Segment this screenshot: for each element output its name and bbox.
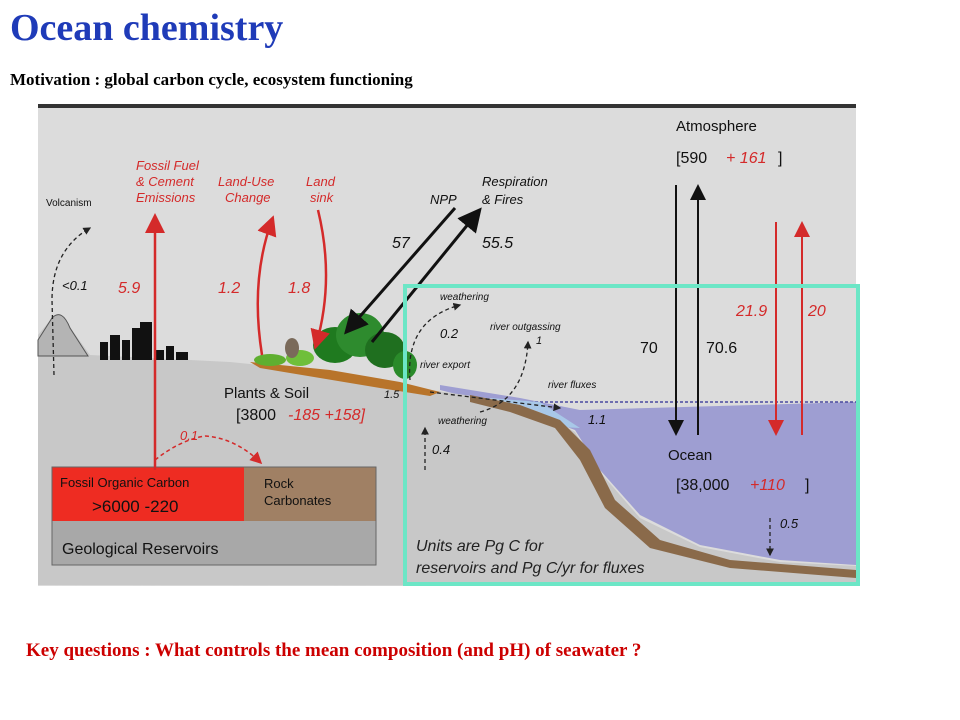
weathering-bottom-label: weathering [438, 416, 487, 427]
land-use-label-2: Change [225, 190, 271, 205]
atmosphere-label: Atmosphere [676, 118, 757, 135]
npp-label: NPP [430, 192, 457, 207]
river-export-label: river export [420, 360, 471, 371]
respiration-label-2: & Fires [482, 192, 524, 207]
fossil-value: >6000 -220 [92, 497, 179, 516]
forest-icon [254, 313, 417, 379]
land-sink-label-2: sink [310, 190, 335, 205]
plants-soil-label: Plants & Soil [224, 385, 309, 402]
fossil-fuel-label-1: Fossil Fuel [136, 158, 200, 173]
slide-title: Ocean chemistry [10, 7, 284, 49]
ocean-water [440, 385, 856, 565]
land-sink-label-1: Land [306, 174, 336, 189]
river-outgassing-label: river outgassing [490, 322, 561, 333]
npp-arrow [344, 207, 457, 335]
units-note-1: Units are Pg C for [416, 538, 544, 555]
land-use-arrow [256, 215, 277, 356]
plants-side-value: 1.5 [384, 389, 400, 401]
weathering-top-arrow [408, 302, 462, 381]
fossil-label: Fossil Organic Carbon [60, 475, 189, 490]
atmosphere-close: ] [778, 150, 782, 167]
anthro-outgas-value: 20 [807, 303, 826, 320]
fossil-flux-value: 5.9 [118, 280, 140, 297]
river-flux-arrow [429, 391, 562, 412]
river-outgassing-value: 1 [536, 335, 542, 347]
key-question: Key questions : What controls the mean c… [26, 640, 642, 661]
ocean-close: ] [805, 477, 809, 494]
plants-soil-delta: -185 +158] [288, 407, 366, 424]
respiration-label-1: Respiration [482, 174, 548, 189]
anthro-uptake-value: 21.9 [735, 303, 767, 320]
ocean-label: Ocean [668, 447, 712, 464]
npp-value: 57 [392, 235, 411, 252]
rock-label-1: Rock [264, 476, 294, 491]
ocean-outgas-value: 70.6 [706, 340, 737, 357]
reservoir-frame [51, 466, 377, 566]
units-note-2: reservoirs and Pg C/yr for fluxes [416, 560, 645, 577]
burial-value: 0.5 [780, 516, 799, 531]
fossil-fuel-label-2: & Cement [136, 174, 195, 189]
volcanism-value: <0.1 [62, 278, 88, 293]
atmosphere-delta: + 161 [726, 150, 766, 167]
geological-reservoirs-box [52, 521, 376, 565]
fossil-fuel-label-3: Emissions [136, 190, 196, 205]
ocean-delta: +110 [750, 477, 785, 494]
rock-to-plants-arrow [154, 435, 263, 465]
respiration-arrow [370, 207, 482, 343]
weathering-top-label: weathering [440, 292, 489, 303]
geological-label: Geological Reservoirs [62, 541, 219, 558]
river-outgassing-arrow [479, 340, 532, 413]
weathering-bottom-value: 0.4 [432, 442, 450, 457]
weathering-top-value: 0.2 [440, 326, 459, 341]
city-icon [100, 322, 188, 360]
rock-label-2: Carbonates [264, 493, 332, 508]
atmosphere-base: [590 [676, 150, 707, 167]
diagram-top-border [38, 104, 856, 108]
ocean-base: [38,000 [676, 477, 729, 494]
river-fluxes-label: river fluxes [548, 380, 596, 391]
ocean-uptake-value: 70 [640, 340, 658, 357]
fossil-organic-carbon-box [52, 467, 244, 521]
river-ocean-value: 1.1 [588, 412, 606, 427]
rock-carbonates-box [244, 467, 376, 521]
land-sink-value: 1.8 [288, 280, 310, 297]
respiration-value: 55.5 [482, 235, 513, 252]
slide-subtitle: Motivation : global carbon cycle, ecosys… [10, 70, 413, 89]
rock-flux-value: 0.1 [180, 428, 198, 443]
seafloor-sediment [470, 395, 856, 578]
volcanism-label: Volcanism [46, 198, 92, 209]
land-use-value: 1.2 [218, 280, 240, 297]
land-use-label-1: Land-Use [218, 174, 274, 189]
soil-layer [250, 362, 440, 396]
land-sink-arrow [310, 209, 330, 350]
ocean-highlight-frame [403, 284, 860, 586]
plants-soil-base: [3800 [236, 407, 276, 424]
volcanism-arrow [51, 227, 92, 376]
